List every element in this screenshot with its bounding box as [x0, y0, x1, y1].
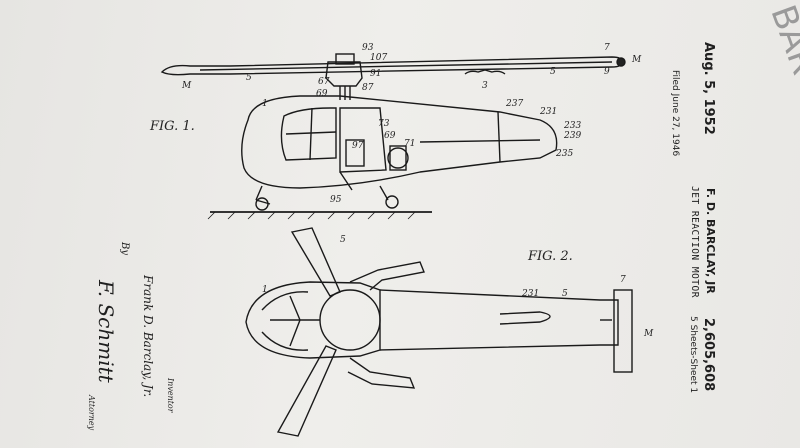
rotor-blade-midline	[199, 61, 613, 71]
fig2-label: FIG. 2.	[527, 249, 573, 264]
svg-text:107: 107	[370, 53, 387, 63]
svg-text:7: 7	[620, 275, 626, 285]
svg-text:5: 5	[246, 73, 252, 83]
svg-text:5: 5	[340, 235, 346, 245]
svg-text:71: 71	[404, 139, 415, 149]
landing-gear-rear	[379, 185, 389, 201]
svg-text:91: 91	[370, 69, 381, 79]
tail-boom	[379, 289, 619, 351]
blade-lower	[276, 345, 337, 437]
svg-text:67: 67	[318, 77, 330, 87]
svg-text:235: 235	[555, 149, 573, 159]
svg-text:1: 1	[262, 285, 268, 295]
svg-text:9: 9	[604, 67, 610, 77]
svg-text:237: 237	[505, 99, 523, 109]
svg-text:95: 95	[330, 195, 342, 205]
fig2-drawing	[245, 227, 633, 437]
rotor-hub-top	[319, 289, 381, 351]
door-frame	[339, 107, 387, 173]
jet-motor	[387, 147, 409, 169]
front-wheel	[255, 197, 269, 211]
svg-text:1: 1	[262, 99, 268, 109]
svg-text:231: 231	[539, 107, 557, 117]
fig1-drawing	[160, 53, 626, 220]
svg-text:97: 97	[352, 141, 364, 151]
seat	[345, 139, 365, 167]
svg-text:5: 5	[562, 289, 568, 299]
svg-text:5: 5	[550, 67, 556, 77]
svg-text:3: 3	[482, 81, 488, 91]
pod-upper	[349, 261, 425, 291]
fig1-label: FIG. 1.	[149, 119, 195, 134]
svg-text:231: 231	[521, 289, 539, 299]
svg-text:M: M	[631, 55, 642, 65]
rotor-hub	[325, 61, 363, 87]
svg-text:7: 7	[604, 43, 610, 53]
svg-text:69: 69	[316, 89, 328, 99]
rear-wheel	[385, 195, 399, 209]
svg-text:M: M	[181, 81, 192, 91]
tail-bar	[613, 289, 633, 373]
cabin-window	[280, 107, 337, 161]
svg-text:69: 69	[384, 131, 396, 141]
hub-cap	[335, 53, 355, 65]
svg-text:M: M	[643, 329, 654, 339]
fuselage-outline	[241, 95, 558, 189]
svg-text:239: 239	[563, 131, 581, 141]
svg-text:233: 233	[563, 121, 581, 131]
pod-lower	[347, 357, 416, 389]
svg-text:93: 93	[362, 43, 374, 53]
svg-text:73: 73	[378, 119, 390, 129]
svg-text:87: 87	[362, 83, 374, 93]
tip-jet	[616, 57, 626, 67]
blade-upper	[290, 227, 341, 297]
